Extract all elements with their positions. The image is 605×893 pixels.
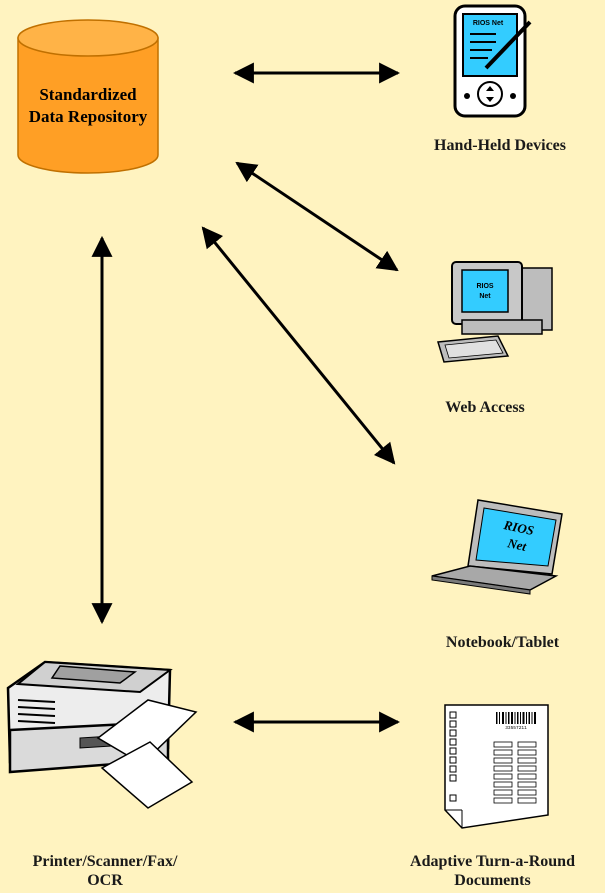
barcode-number: 33557211 [505, 725, 527, 731]
printer-label-line1: Printer/Scanner/Fax/ [32, 853, 178, 870]
pda-screen-text: RIOS Net [473, 20, 504, 27]
printer-label-line2: OCR [87, 872, 123, 889]
documents-label: Adaptive Turn-a-Round Documents [380, 852, 605, 890]
document-fields [493, 741, 537, 804]
repository-label-line2: Data Repository [28, 107, 148, 126]
laptop-screen-line1: RIOS [502, 517, 536, 538]
web-screen-line2: Net [479, 293, 491, 300]
notebook-label: Notebook/Tablet [445, 634, 560, 651]
handheld-label: Hand-Held Devices [434, 137, 566, 154]
document-barcode [496, 712, 536, 724]
laptop-screen-line2: Net [505, 535, 528, 554]
document-icon [444, 704, 549, 829]
repository-label-line1: Standardized [39, 85, 137, 104]
printer-icon [6, 660, 198, 809]
documents-label-line2: Documents [454, 872, 531, 889]
pda-icon [453, 4, 532, 118]
arrow-repo-notebook [201, 226, 396, 465]
web-access-label: Web Access [445, 399, 525, 416]
laptop-icon [431, 499, 563, 595]
desktop-computer-icon [437, 261, 553, 363]
arrow-repo-web [235, 161, 399, 272]
web-screen-line1: RIOS [476, 283, 493, 290]
data-repository-cylinder [17, 19, 159, 174]
documents-label-line1: Adaptive Turn-a-Round [410, 853, 575, 870]
repository-label: Standardized Data Repository [18, 84, 158, 128]
document-checkboxes [449, 711, 457, 802]
printer-label: Printer/Scanner/Fax/ OCR [0, 852, 210, 890]
